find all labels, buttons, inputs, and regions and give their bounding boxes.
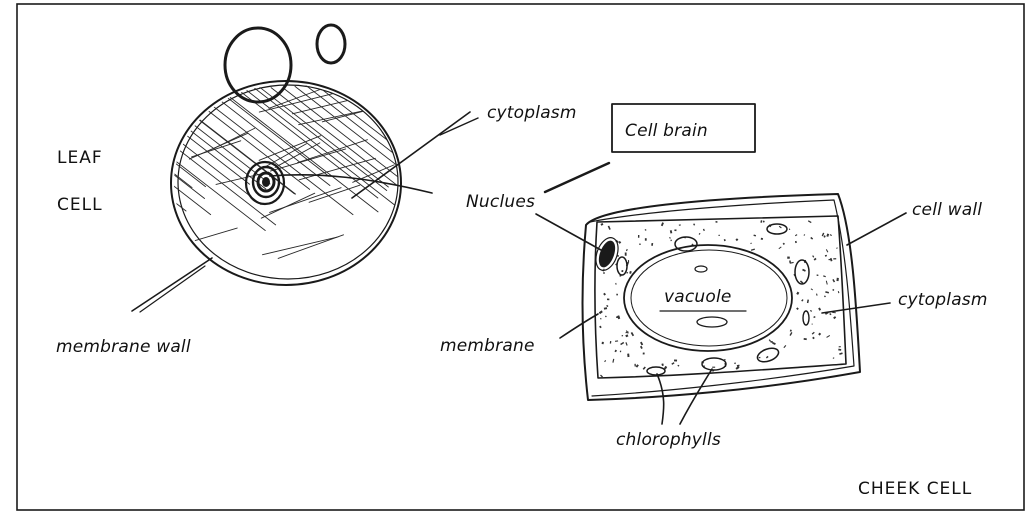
- leaf-membrane-pointer: [132, 258, 212, 311]
- leaf-nucleus: [246, 162, 284, 204]
- cheek-cell-drawing: vacuole cell wall cytoplasm membrane chl…: [440, 194, 988, 499]
- callout-text: Cell brain: [625, 121, 708, 141]
- cheek-cell-title: CHEEK CELL: [858, 479, 972, 499]
- leaf-cell-title-line2: CELL: [57, 195, 103, 215]
- cheek-membrane-label: membrane: [440, 336, 535, 356]
- nucleus-label: Nuclues: [466, 192, 535, 212]
- vacuole-inner-blob: [697, 317, 727, 327]
- chlorophylls-pointer-1: [657, 374, 664, 424]
- cheek-membrane-pointer: [560, 314, 598, 338]
- leaf-top-circle-small: [317, 25, 345, 63]
- leaf-cell-title-line1: LEAF: [57, 148, 103, 168]
- cheek-cell-wall-pointer: [847, 213, 906, 245]
- vacuole-label: vacuole: [664, 287, 732, 307]
- cheek-cell-wall-label: cell wall: [912, 200, 982, 220]
- cheek-cytoplasm-label: cytoplasm: [898, 290, 988, 310]
- cheek-nucleus: [596, 238, 619, 269]
- leaf-cytoplasm-label: cytoplasm: [487, 103, 577, 123]
- diagram-border: [17, 4, 1024, 510]
- leaf-membrane-pointer-2: [140, 266, 205, 312]
- cheek-nucleus-pointer: [536, 214, 601, 250]
- leaf-membrane-wall-label: membrane wall: [56, 337, 191, 357]
- chlorophylls-label: chlorophylls: [616, 430, 721, 450]
- chlorophylls-pointer-2: [680, 369, 712, 424]
- callout-pointer: [545, 163, 609, 192]
- leaf-cell-drawing: LEAF CELL cytoplasm membrane wall: [8, 25, 579, 357]
